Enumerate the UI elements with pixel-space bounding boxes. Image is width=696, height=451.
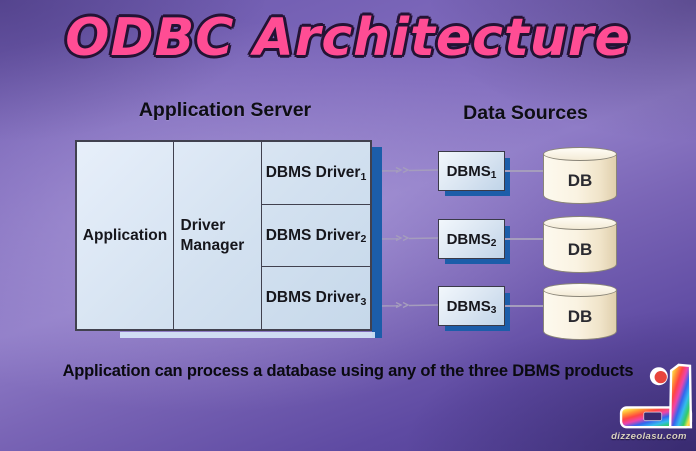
application-server-box: Application Driver Manager DBMS Driver1 … <box>75 140 372 331</box>
connector-line-1 <box>505 170 543 172</box>
driver-manager-column: Driver Manager <box>174 142 262 329</box>
dbms-driver-1-text: DBMS Driver <box>265 163 361 181</box>
connector-squiggle-2 <box>382 234 438 242</box>
application-server-heading: Application Server <box>138 99 312 121</box>
application-label: Application <box>82 226 168 244</box>
database-cylinder-2: DB <box>543 216 617 273</box>
watermark-logo-icon <box>619 363 693 429</box>
logo-vertical-bar <box>668 363 693 429</box>
dbms-driver-2-sub: 2 <box>360 233 367 246</box>
application-column: Application <box>77 142 174 329</box>
cylinder-top <box>543 147 617 161</box>
cylinder-body: DB <box>543 290 617 340</box>
ball-inner <box>654 371 667 384</box>
dbms-driver-2-text: DBMS Driver <box>265 226 361 244</box>
driver-manager-label: Driver Manager <box>180 217 245 254</box>
dbms-3-text: DBMS <box>446 297 491 315</box>
dbms-2-sub: 2 <box>490 238 497 250</box>
dbms-1-text: DBMS <box>446 162 491 180</box>
db-2-label: DB <box>567 239 593 259</box>
dbms-driver-row-3: DBMS Driver3 <box>262 267 370 329</box>
database-cylinder-3: DB <box>543 283 617 340</box>
box-shadow-strip <box>372 147 382 338</box>
watermark-site-text: dizzeolasu.com <box>611 431 687 442</box>
dbms-box-1: DBMS1 <box>438 151 505 191</box>
dbms-driver-2-label: DBMS Driver2 <box>265 226 367 246</box>
dbms-driver-row-1: DBMS Driver1 <box>262 142 370 205</box>
connector-line-2 <box>505 238 543 240</box>
cylinder-top <box>543 283 617 297</box>
dbms-1-label: DBMS1 <box>446 162 497 182</box>
dbms-2-text: DBMS <box>446 230 491 248</box>
db-1-label: DB <box>567 170 593 190</box>
dbms-box-2: DBMS2 <box>438 219 505 259</box>
database-cylinder-1: DB <box>543 147 617 204</box>
caption-text: Application can process a database using… <box>62 361 634 380</box>
dbms-driver-row-2: DBMS Driver2 <box>262 205 370 268</box>
dbms-3-sub: 3 <box>490 305 497 317</box>
cylinder-top <box>543 216 617 230</box>
connector-squiggle-3 <box>382 301 438 309</box>
dbms-3-label: DBMS3 <box>446 297 497 317</box>
dbms-driver-1-sub: 1 <box>360 170 367 183</box>
db-3-label: DB <box>567 306 593 326</box>
dbms-driver-3-sub: 3 <box>360 296 367 309</box>
dbms-box-3: DBMS3 <box>438 286 505 326</box>
dbms-driver-column: DBMS Driver1 DBMS Driver2 DBMS Driver3 <box>262 142 370 329</box>
connector-squiggle-1 <box>382 166 438 174</box>
dbms-driver-3-text: DBMS Driver <box>265 289 361 307</box>
box-bottom-highlight <box>120 332 375 338</box>
page-title: ODBC Architecture <box>65 8 631 68</box>
dbms-driver-3-label: DBMS Driver3 <box>265 289 367 309</box>
dbms-2-label: DBMS2 <box>446 230 497 250</box>
dbms-1-sub: 1 <box>490 170 497 182</box>
cylinder-body: DB <box>543 223 617 273</box>
dbms-driver-1-label: DBMS Driver1 <box>265 163 367 183</box>
logo-hole <box>643 411 663 422</box>
connector-line-3 <box>505 305 543 307</box>
data-sources-heading: Data Sources <box>463 102 588 124</box>
cylinder-body: DB <box>543 154 617 204</box>
